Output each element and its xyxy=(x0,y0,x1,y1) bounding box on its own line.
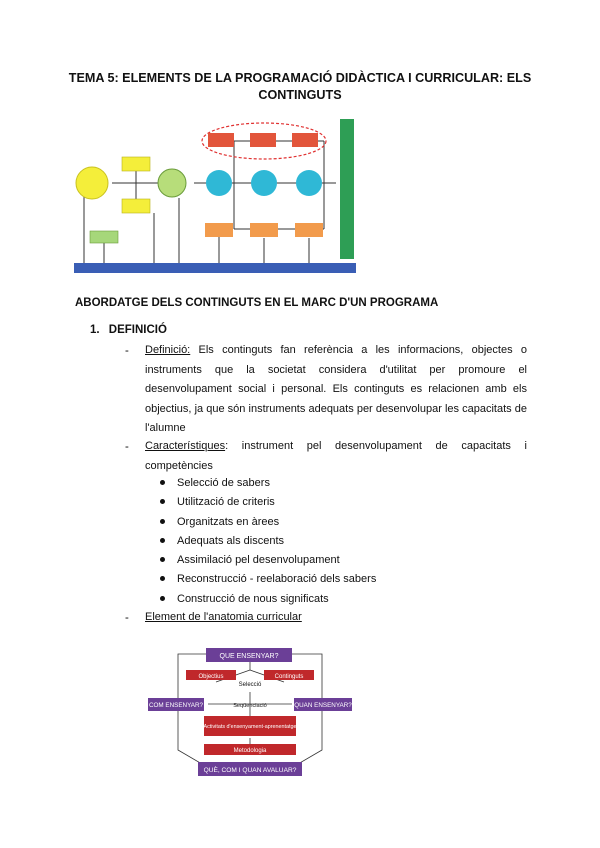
dash-marker: - xyxy=(125,345,129,357)
diagram-metodologia: Metodologia xyxy=(234,748,267,754)
definition-text: Els continguts fan referència a les info… xyxy=(145,344,527,434)
definition-term: Definició: xyxy=(145,344,191,356)
dash-marker: - xyxy=(125,441,129,453)
list-item: Selecció de sabers xyxy=(160,477,270,489)
characteristics-term: Característiques xyxy=(145,440,226,452)
list-item: Assimilació pel desenvolupament xyxy=(160,554,340,566)
diagram-sequenciacio: Seqüenciació xyxy=(233,703,267,709)
title-line-2: CONTINGUTS xyxy=(258,88,342,102)
curricular-anatomy-diagram: QUE ENSENYAR? Objectius Continguts Selec… xyxy=(146,640,354,778)
list-item: Reconstrucció - reelaboració dels sabers xyxy=(160,573,376,585)
diagram-continguts: Continguts xyxy=(275,674,304,680)
characteristics-text: : instrument pel desenvolupament de capa… xyxy=(145,440,527,472)
page-title: TEMA 5: ELEMENTS DE LA PROGRAMACIÓ DIDÀC… xyxy=(60,70,540,104)
diagram-objectius: Objectius xyxy=(198,674,223,680)
subsection-label: DEFINICIÓ xyxy=(108,324,167,336)
programming-diagram xyxy=(74,113,356,273)
diagram-seleccio: Selecció xyxy=(239,682,262,688)
characteristics-paragraph: Característiques: instrument pel desenvo… xyxy=(145,437,527,476)
section-heading: ABORDATGE DELS CONTINGUTS EN EL MARC D'U… xyxy=(75,297,439,309)
subsection-number: 1. xyxy=(90,324,100,336)
list-item: Construcció de nous significats xyxy=(160,593,329,605)
diagram-bottom-label: QUÈ, COM I QUAN AVALUAR? xyxy=(204,765,297,774)
diagram-activitats: Activitats d'ensenyament-aprenentatge xyxy=(203,724,296,730)
anatomy-paragraph: Element de l'anatomia curricular xyxy=(145,608,527,628)
list-item: Utilització de criteris xyxy=(160,496,275,508)
dash-marker: - xyxy=(125,612,129,624)
list-item: Organitzats en àrees xyxy=(160,516,279,528)
anatomy-label: Element de l'anatomia curricular xyxy=(145,611,302,623)
subsection-heading: 1. DEFINICIÓ xyxy=(90,324,167,336)
diagram-right-label: QUAN ENSENYAR? xyxy=(294,702,352,709)
diagram-left-label: COM ENSENYAR? xyxy=(149,702,204,709)
list-item: Adequats als discents xyxy=(160,535,284,547)
title-line-1: TEMA 5: ELEMENTS DE LA PROGRAMACIÓ DIDÀC… xyxy=(68,71,532,85)
definition-paragraph: Definició: Els continguts fan referència… xyxy=(145,341,527,439)
diagram-top-label: QUE ENSENYAR? xyxy=(220,653,279,660)
